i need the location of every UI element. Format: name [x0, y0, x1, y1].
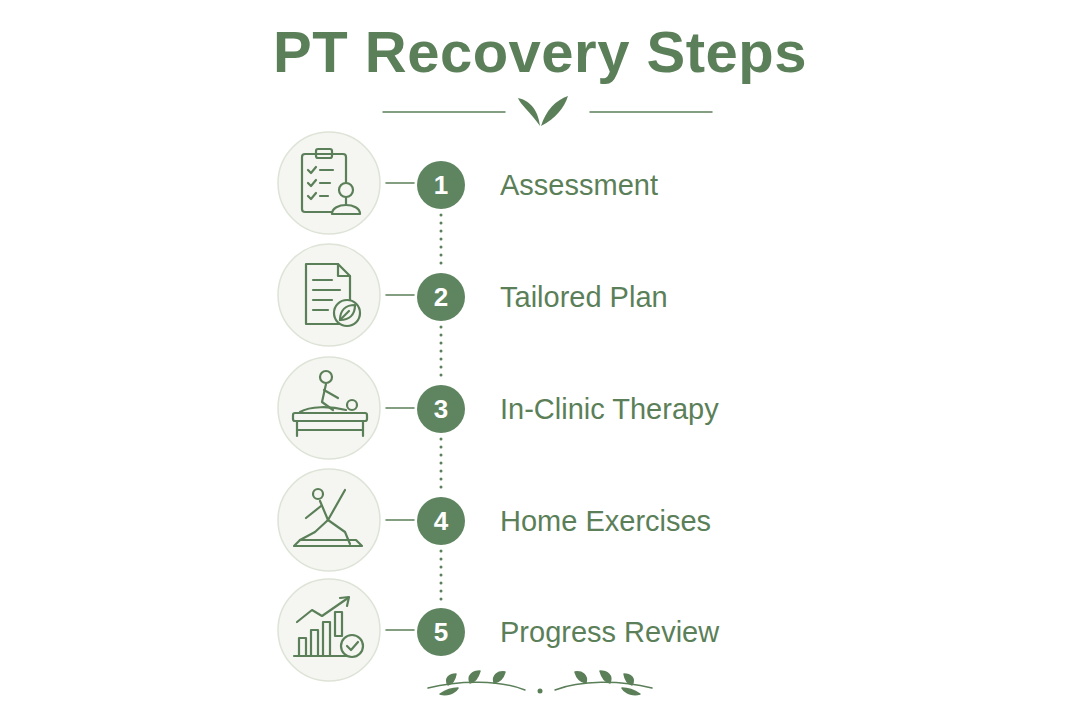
dotted-connector — [440, 215, 443, 267]
step-label: Assessment — [500, 168, 658, 203]
step-label: Progress Review — [500, 615, 719, 650]
step-number: 3 — [434, 396, 448, 422]
dotted-connector — [440, 327, 443, 379]
dotted-connector — [440, 439, 443, 491]
step-circle: 2Tailored Plan — [417, 273, 465, 321]
step-number: 4 — [434, 508, 448, 534]
diagram-title: PT Recovery Steps — [0, 18, 1080, 85]
exercise-icon — [294, 489, 362, 546]
icon-circles — [278, 132, 380, 681]
step-circle: 4Home Exercises — [417, 497, 465, 545]
tick-lines — [386, 183, 414, 630]
step-circle: 3In-Clinic Therapy — [417, 385, 465, 433]
progress-chart-icon — [294, 597, 363, 657]
step-label: In-Clinic Therapy — [500, 392, 719, 427]
step-circle: 1Assessment — [417, 161, 465, 209]
step-label: Tailored Plan — [500, 280, 668, 315]
therapy-icon — [293, 371, 367, 436]
dotted-connector — [440, 551, 443, 602]
step-number: 2 — [434, 284, 448, 310]
bottom-ornament — [428, 671, 652, 695]
clipboard-icon — [302, 149, 360, 214]
plan-document-icon — [306, 264, 360, 326]
step-circle: 5Progress Review — [417, 608, 465, 656]
title-divider — [383, 96, 712, 126]
step-label: Home Exercises — [500, 504, 711, 539]
step-number: 5 — [434, 619, 448, 645]
step-number: 1 — [434, 172, 448, 198]
